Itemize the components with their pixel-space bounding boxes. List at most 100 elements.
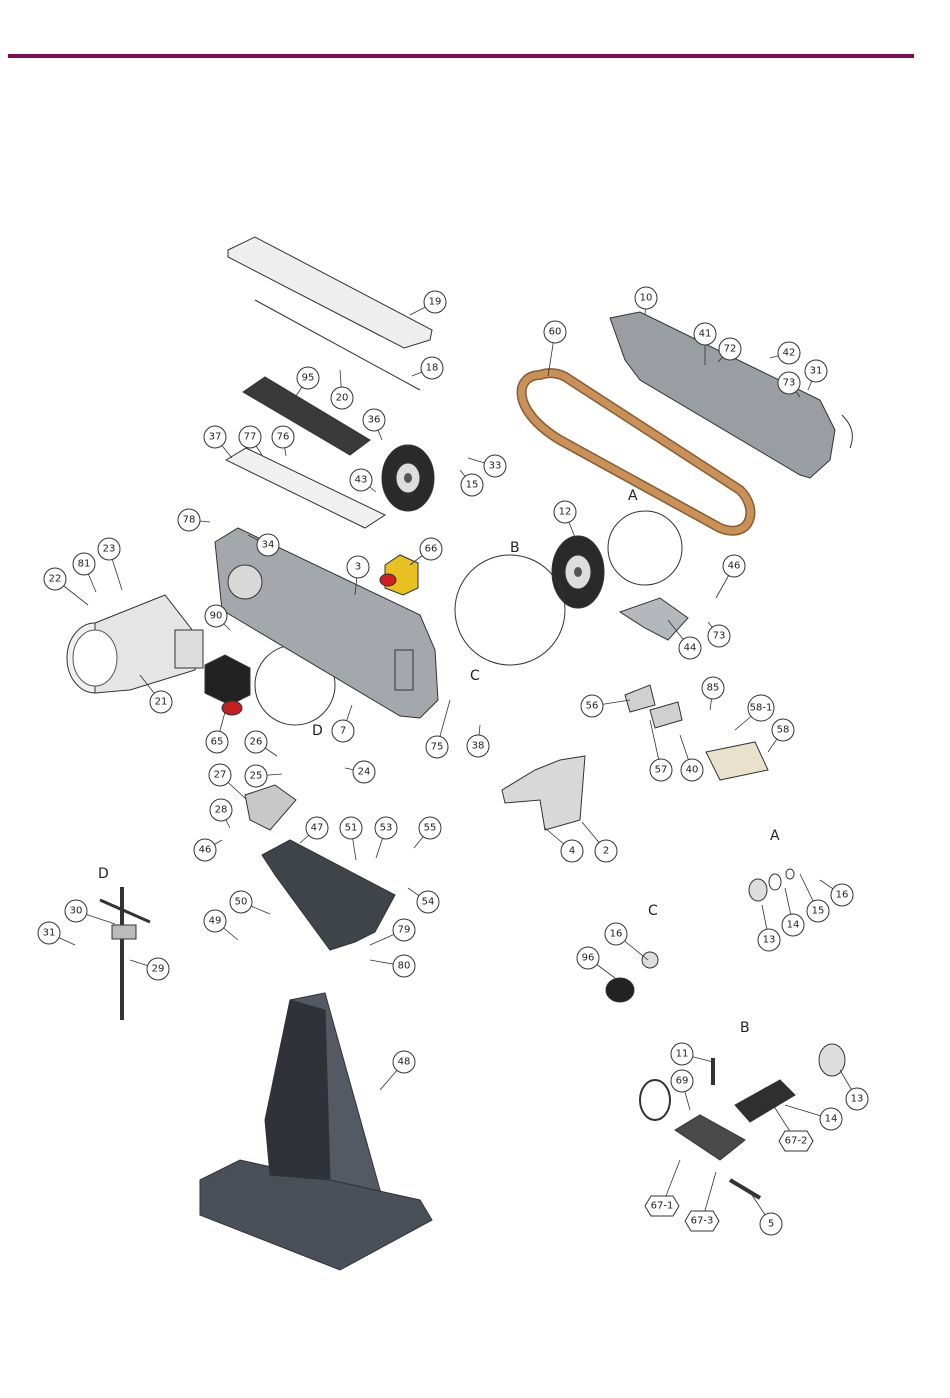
callout-label: 46 (199, 845, 212, 856)
motor-part (67, 595, 203, 693)
part-callout-79: 79 (393, 919, 415, 941)
part-callout-48: 48 (393, 1051, 415, 1073)
callout-label: 49 (209, 916, 222, 927)
callout-label: 85 (707, 683, 720, 694)
callout-label: 26 (250, 737, 263, 748)
support-bracket-part (245, 785, 296, 830)
part-callout-5: 5 (760, 1213, 782, 1235)
callout-label: 75 (431, 742, 444, 753)
callout-label: 81 (78, 559, 91, 570)
part-callout-40: 40 (681, 759, 703, 781)
callout-label: 55 (424, 823, 437, 834)
tool-rest-guard-part (620, 598, 688, 640)
part-callout-31: 31 (38, 922, 60, 944)
part-callout-72: 72 (719, 338, 741, 360)
callout-label: 14 (787, 920, 800, 931)
part-callout-51: 51 (340, 817, 362, 839)
bearing-set-a-part (749, 869, 794, 901)
part-callout-34: 34 (257, 534, 279, 556)
callout-label: 67-1 (651, 1201, 674, 1212)
section-letter-b: B (510, 540, 520, 556)
part-callout-96: 96 (577, 947, 599, 969)
platen-part (650, 702, 682, 728)
callout-label: 90 (210, 611, 223, 622)
callout-label: 58 (777, 725, 790, 736)
callout-label: 41 (699, 329, 712, 340)
callout-label: 10 (640, 293, 653, 304)
callout-label: 42 (783, 348, 796, 359)
callout-label: 18 (426, 363, 439, 374)
work-table-part (262, 840, 395, 950)
part-callout-69: 69 (671, 1070, 693, 1092)
part-callout-36: 36 (363, 409, 385, 431)
part-callout-58: 58 (772, 719, 794, 741)
callout-label: 21 (155, 697, 168, 708)
part-callout-14: 14 (782, 914, 804, 936)
part-callout-53: 53 (375, 817, 397, 839)
callout-label: 14 (825, 1114, 838, 1125)
part-callout-15: 15 (807, 900, 829, 922)
callout-label: 13 (851, 1094, 864, 1105)
part-callout-90: 90 (205, 605, 227, 627)
part-callout-95: 95 (297, 367, 319, 389)
part-callout-29: 29 (147, 958, 169, 980)
part-callout-46: 46 (194, 839, 216, 861)
callout-label: 77 (244, 432, 257, 443)
part-callout-16: 16 (831, 884, 853, 906)
part-callout-73: 73 (708, 625, 730, 647)
callout-label: 73 (783, 378, 796, 389)
callout-label: 28 (215, 805, 228, 816)
part-callout-67-2: 67-2 (779, 1131, 813, 1151)
part-callout-54: 54 (417, 891, 439, 913)
part-callout-58-1: 58-1 (748, 695, 774, 721)
callout-label: 44 (684, 643, 697, 654)
part-callout-85: 85 (702, 677, 724, 699)
part-callout-22: 22 (44, 568, 66, 590)
detail-circle-a (608, 511, 682, 585)
callout-label: 36 (368, 415, 381, 426)
callout-label: 31 (810, 366, 823, 377)
callout-label: 13 (763, 935, 776, 946)
part-callout-15: 15 (461, 474, 483, 496)
callout-label: 24 (358, 767, 371, 778)
callout-label: 54 (422, 897, 435, 908)
pad-part (706, 742, 768, 780)
part-callout-67-1: 67-1 (645, 1196, 679, 1216)
shaft-assembly-part (100, 887, 150, 1020)
callout-label: 30 (70, 906, 83, 917)
part-callout-25: 25 (245, 765, 267, 787)
part-callout-31: 31 (805, 360, 827, 382)
part-callout-23: 23 (98, 538, 120, 560)
callout-label: 76 (277, 432, 290, 443)
part-callout-11: 11 (671, 1043, 693, 1065)
callout-label: 5 (768, 1219, 774, 1230)
part-callout-13: 13 (846, 1088, 868, 1110)
callout-label: 11 (676, 1049, 689, 1060)
callout-label: 33 (489, 461, 502, 472)
callout-label: 57 (655, 765, 668, 776)
callout-label: 25 (250, 771, 263, 782)
part-callout-44: 44 (679, 637, 701, 659)
part-callout-21: 21 (150, 691, 172, 713)
callout-label: 80 (398, 961, 411, 972)
part-callout-76: 76 (272, 426, 294, 448)
callout-label: 43 (355, 475, 368, 486)
section-letter-b: B (740, 1020, 750, 1036)
callout-label: 69 (676, 1076, 689, 1087)
callout-label: 60 (549, 327, 562, 338)
switch-part (380, 555, 418, 595)
section-letter-c: C (470, 668, 480, 684)
part-callout-42: 42 (778, 342, 800, 364)
part-callout-55: 55 (419, 817, 441, 839)
callout-label: 15 (466, 480, 479, 491)
callout-label: 56 (586, 701, 599, 712)
callout-label: 95 (302, 373, 315, 384)
part-callout-38: 38 (467, 735, 489, 757)
part-callout-43: 43 (350, 469, 372, 491)
part-callout-77: 77 (239, 426, 261, 448)
part-callout-33: 33 (484, 455, 506, 477)
part-callout-7: 7 (332, 720, 354, 742)
callout-label: 2 (603, 846, 609, 857)
callout-label: 72 (724, 344, 737, 355)
part-callout-60: 60 (544, 321, 566, 343)
